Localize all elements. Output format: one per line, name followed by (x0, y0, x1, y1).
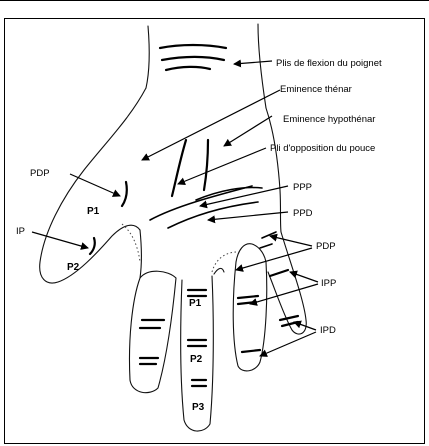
label-pdp-thumb: PDP (30, 168, 50, 179)
wrist-creases (160, 45, 226, 70)
palm-creases (150, 140, 262, 228)
label-wrist-folds: Plis de flexion du poignet (276, 58, 382, 69)
label-ppd: PPD (293, 208, 313, 219)
hand-outline (40, 24, 307, 431)
label-opposition: Pli d'opposition du pouce (270, 143, 375, 154)
label-thenar: Eminence thénar (280, 84, 352, 95)
label-pdp-fingers: PDP (316, 241, 336, 252)
label-ipp: IPP (321, 278, 336, 289)
label-ipd: IPD (320, 325, 336, 336)
label-hypothenar: Eminence hypothénar (283, 114, 375, 125)
label-ip-thumb: IP (16, 226, 25, 237)
label-p3-finger: P3 (192, 402, 205, 413)
thumb-creases (90, 182, 127, 254)
label-p1-thumb: P1 (87, 206, 100, 217)
label-ppp: PPP (293, 182, 312, 193)
label-p2-finger: P2 (190, 354, 203, 365)
label-p1-finger: P1 (189, 298, 202, 309)
labels: Plis de flexion du poignet Eminence thén… (16, 58, 382, 413)
figure-frame (5, 19, 425, 444)
label-p2-thumb: P2 (67, 262, 80, 273)
